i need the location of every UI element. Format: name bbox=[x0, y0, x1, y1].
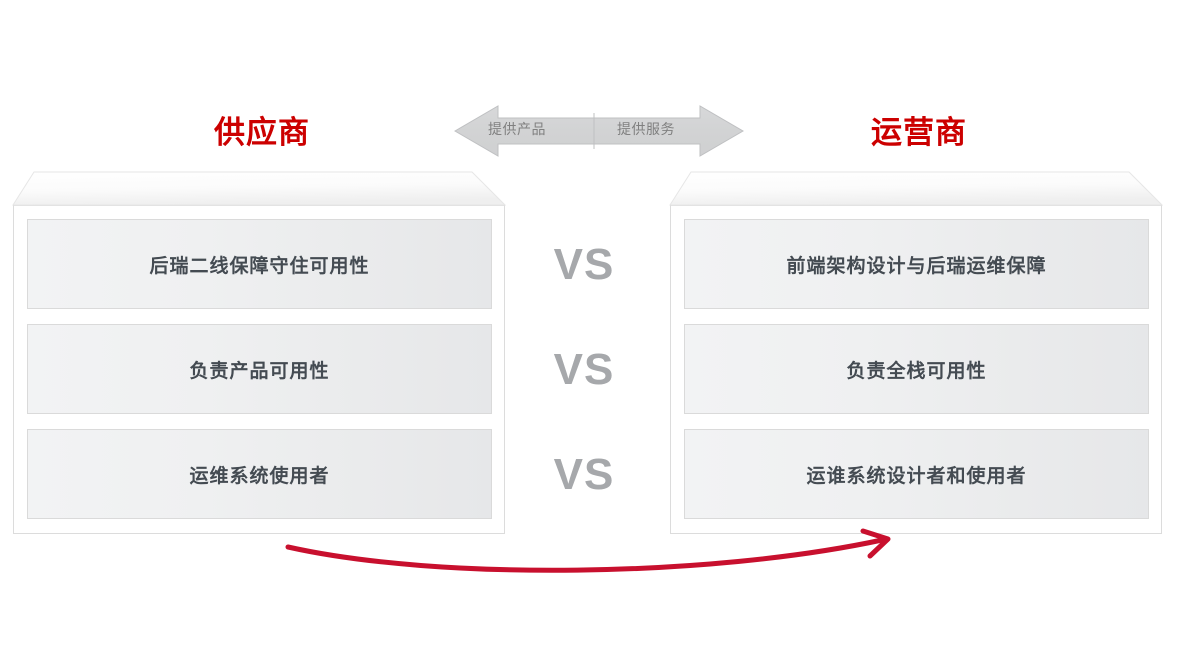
curved-right-arrow-icon bbox=[270, 525, 910, 585]
vs-marker-0: VS bbox=[553, 240, 615, 289]
double-headed-arrow-icon bbox=[452, 100, 746, 162]
supplier-row-1: 负责产品可用性 bbox=[27, 324, 492, 414]
operator-box: 前端架构设计与后瑞运维保障 负责全栈可用性 运谁系统设计者和使用者 bbox=[657, 171, 1164, 535]
operator-box-top-face bbox=[657, 171, 1164, 206]
operator-row-0: 前端架构设计与后瑞运维保障 bbox=[684, 219, 1149, 309]
operator-row-0-label: 前端架构设计与后瑞运维保障 bbox=[786, 255, 1047, 277]
supplier-row-2: 运维系统使用者 bbox=[27, 429, 492, 519]
supplier-box-front-face: 后瑞二线保障守住可用性 负责产品可用性 运维系统使用者 bbox=[13, 205, 505, 534]
operator-box-front-face: 前端架构设计与后瑞运维保障 负责全栈可用性 运谁系统设计者和使用者 bbox=[670, 205, 1162, 534]
supplier-box-top-face bbox=[0, 171, 507, 206]
exchange-arrow-right-label: 提供服务 bbox=[617, 121, 675, 137]
operator-row-2-label: 运谁系统设计者和使用者 bbox=[806, 465, 1027, 487]
vs-marker-2: VS bbox=[553, 450, 615, 499]
exchange-arrow-left-label: 提供产品 bbox=[488, 121, 546, 137]
supplier-title: 供应商 bbox=[214, 115, 310, 150]
supplier-row-0-label: 后瑞二线保障守住可用性 bbox=[149, 255, 370, 277]
supplier-row-0: 后瑞二线保障守住可用性 bbox=[27, 219, 492, 309]
supplier-row-2-label: 运维系统使用者 bbox=[189, 465, 330, 487]
operator-row-1-label: 负责全栈可用性 bbox=[846, 360, 987, 382]
operator-row-1: 负责全栈可用性 bbox=[684, 324, 1149, 414]
operator-row-2: 运谁系统设计者和使用者 bbox=[684, 429, 1149, 519]
vs-marker-1: VS bbox=[553, 345, 615, 394]
supplier-box: 后瑞二线保障守住可用性 负责产品可用性 运维系统使用者 bbox=[0, 171, 507, 535]
operator-title: 运营商 bbox=[871, 115, 967, 150]
supplier-row-1-label: 负责产品可用性 bbox=[189, 360, 330, 382]
